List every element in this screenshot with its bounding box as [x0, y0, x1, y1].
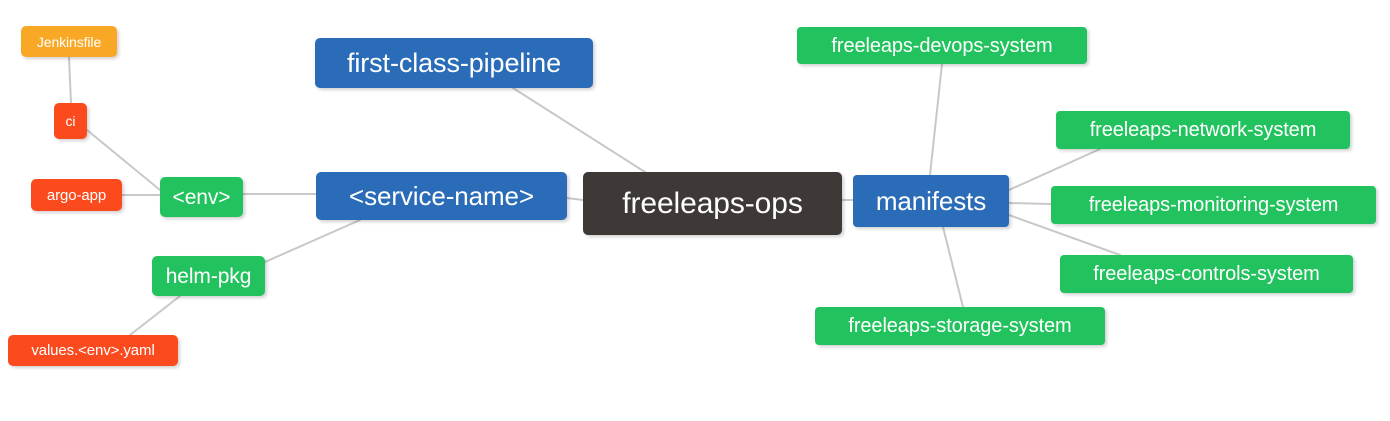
edge-service-name-to-freeleaps-ops	[566, 197, 584, 201]
node-label-freeleaps-controls-system: freeleaps-controls-system	[1093, 263, 1320, 285]
node-label-freeleaps-monitoring-system: freeleaps-monitoring-system	[1088, 194, 1339, 216]
node-label-service-name: <service-name>	[348, 181, 535, 211]
node-manifests[interactable]: manifests	[853, 175, 1009, 227]
node-label-env: <env>	[172, 185, 231, 209]
node-service-name[interactable]: <service-name>	[316, 172, 567, 220]
node-freeleaps-monitoring-system[interactable]: freeleaps-monitoring-system	[1051, 186, 1376, 224]
node-label-freeleaps-ops: freeleaps-ops	[622, 186, 803, 220]
edge-manifests-to-freeleaps-storage-system	[942, 226, 964, 308]
edge-first-class-pipeline-to-freeleaps-ops	[512, 87, 646, 173]
node-label-freeleaps-storage-system: freeleaps-storage-system	[848, 315, 1072, 337]
edge-jenkinsfile-to-ci	[68, 56, 72, 104]
edge-manifests-to-freeleaps-network-system	[1008, 148, 1101, 191]
node-label-values-yaml: values.<env>.yaml	[31, 342, 155, 359]
node-values-yaml[interactable]: values.<env>.yaml	[8, 335, 178, 366]
node-label-argo-app: argo-app	[46, 186, 107, 204]
node-argo-app[interactable]: argo-app	[31, 179, 122, 211]
node-freeleaps-ops[interactable]: freeleaps-ops	[583, 172, 842, 235]
node-freeleaps-storage-system[interactable]: freeleaps-storage-system	[815, 307, 1105, 345]
node-helm-pkg[interactable]: helm-pkg	[152, 256, 265, 296]
node-label-helm-pkg: helm-pkg	[165, 264, 252, 288]
node-label-jenkinsfile: Jenkinsfile	[36, 33, 102, 50]
node-first-class-pipeline[interactable]: first-class-pipeline	[315, 38, 593, 88]
node-label-first-class-pipeline: first-class-pipeline	[346, 47, 562, 78]
node-env[interactable]: <env>	[160, 177, 243, 217]
edge-manifests-to-freeleaps-devops-system	[929, 63, 943, 176]
node-jenkinsfile[interactable]: Jenkinsfile	[21, 26, 117, 57]
node-freeleaps-devops-system[interactable]: freeleaps-devops-system	[797, 27, 1087, 64]
node-label-freeleaps-devops-system: freeleaps-devops-system	[831, 34, 1053, 57]
edge-helm-pkg-to-service-name	[264, 219, 361, 263]
node-label-manifests: manifests	[875, 186, 987, 216]
edge-values-yaml-to-helm-pkg	[129, 295, 181, 336]
node-ci[interactable]: ci	[54, 103, 87, 139]
edge-manifests-to-freeleaps-monitoring-system	[1008, 202, 1052, 205]
node-freeleaps-network-system[interactable]: freeleaps-network-system	[1056, 111, 1350, 149]
node-label-freeleaps-network-system: freeleaps-network-system	[1089, 119, 1317, 141]
node-freeleaps-controls-system[interactable]: freeleaps-controls-system	[1060, 255, 1353, 293]
node-label-ci: ci	[65, 113, 76, 129]
